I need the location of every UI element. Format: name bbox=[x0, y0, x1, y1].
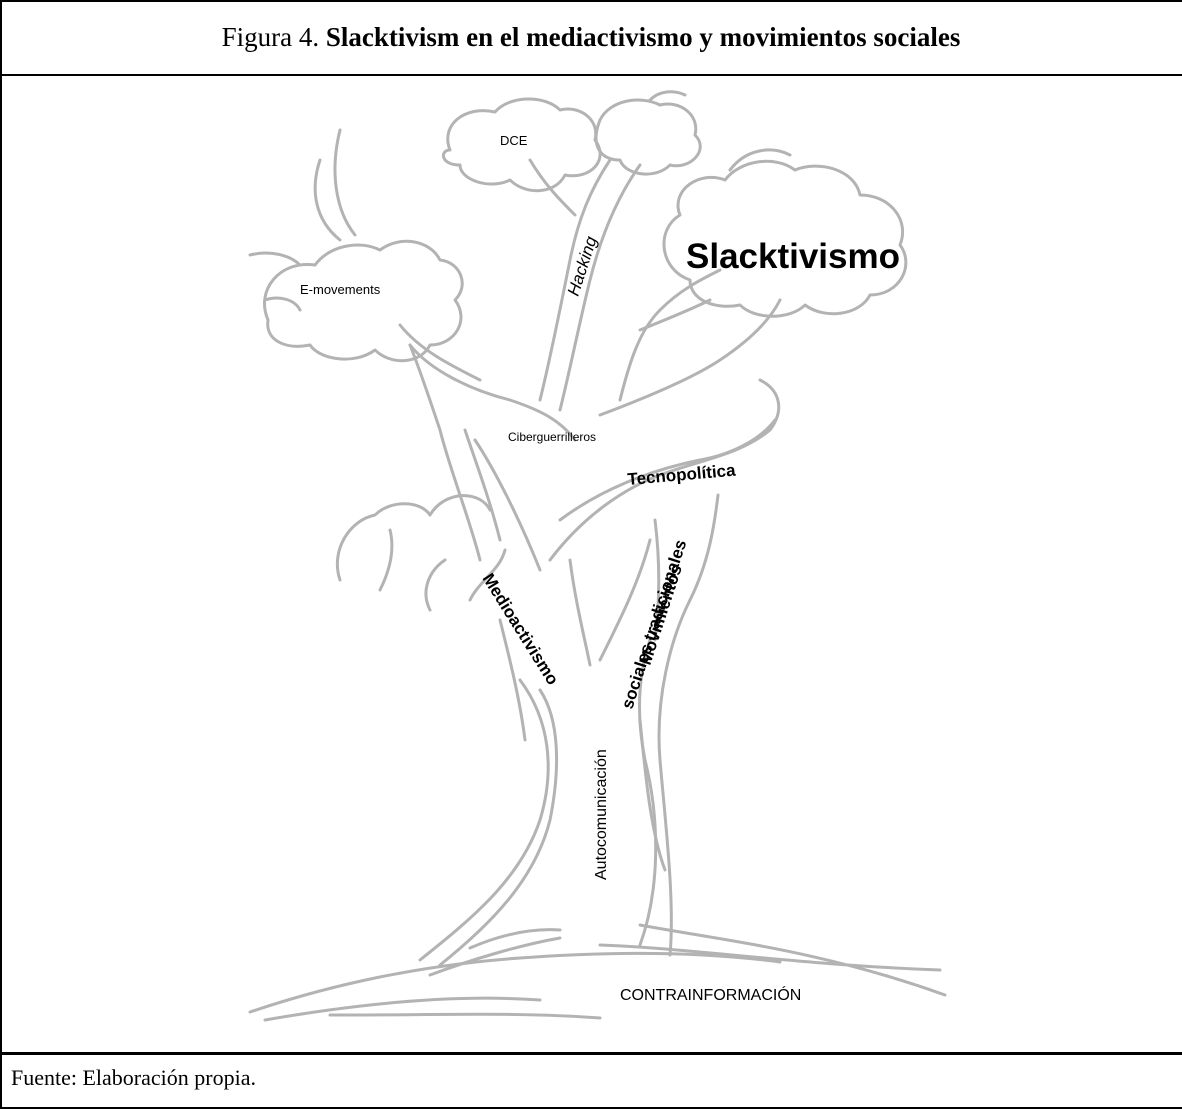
label-tecnopolitica: Tecnopolítica bbox=[627, 461, 737, 489]
label-ciberguerrilleros: Ciberguerrilleros bbox=[508, 430, 596, 444]
figure-title: Figura 4. Slacktivism en el mediactivism… bbox=[0, 0, 1182, 74]
label-medioactivismo: Medioactivismo bbox=[479, 570, 563, 688]
figure-source: Fuente: Elaboración propia. bbox=[11, 1060, 256, 1096]
tree-diagram: DCE Hacking Slacktivismo E-movements Cib… bbox=[0, 76, 1182, 1052]
figure-title-prefix: Figura 4. bbox=[222, 22, 320, 53]
label-dce: DCE bbox=[500, 133, 528, 148]
figure-title-bold: Slacktivism en el mediactivismo y movimi… bbox=[326, 22, 960, 53]
label-autocomunicacion: Autocomunicación bbox=[593, 749, 610, 880]
border-caption-separator bbox=[0, 1052, 1182, 1055]
label-contrainformacion: CONTRAINFORMACIÓN bbox=[620, 985, 801, 1004]
label-e-movements: E-movements bbox=[300, 282, 381, 297]
label-slacktivismo: Slacktivismo bbox=[686, 237, 900, 276]
